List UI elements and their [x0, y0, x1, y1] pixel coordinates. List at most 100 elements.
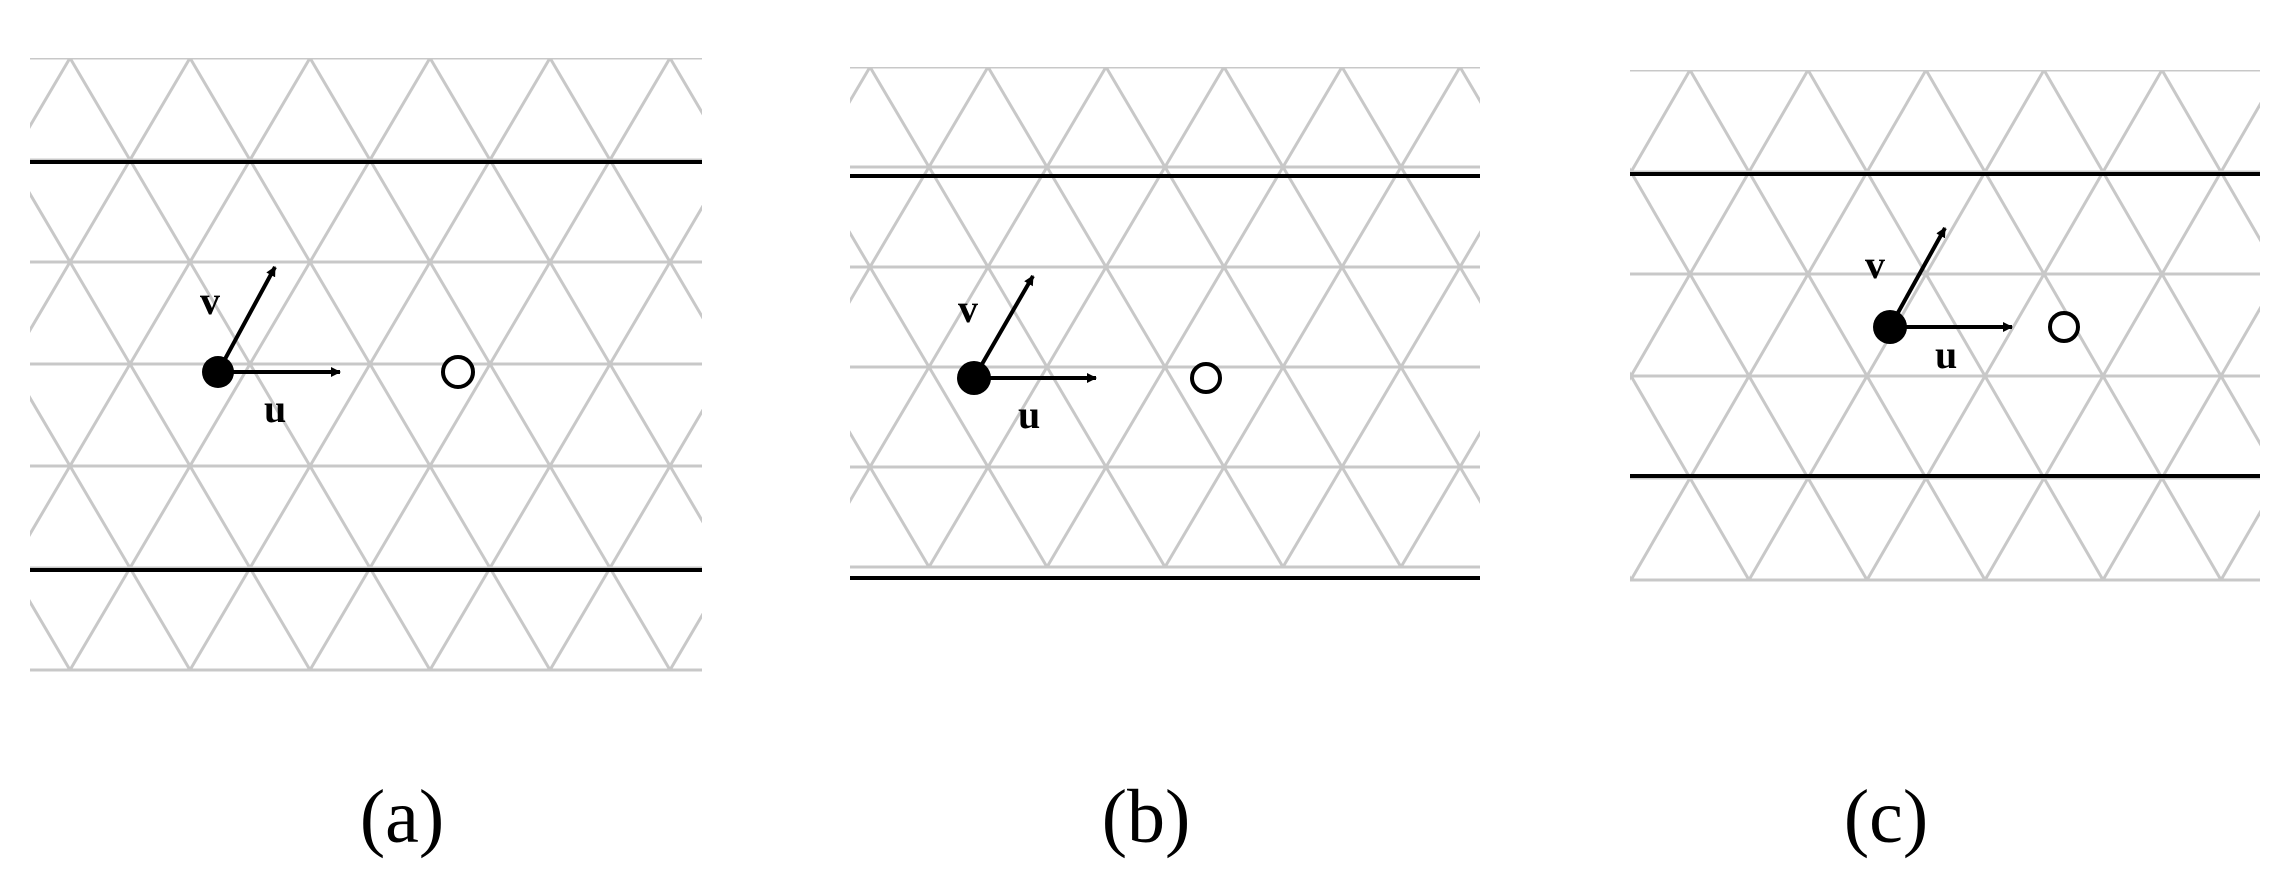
lattice-diagonal-line [927, 166, 990, 268]
lattice-diagonal-line [488, 363, 552, 467]
panel-caption: (a) [360, 775, 444, 859]
lattice-diagonal-line [1399, 466, 1462, 568]
lattice-diagonal-line [1630, 575, 1633, 581]
lattice-diagonal-line [1513, 478, 1572, 580]
panel-a: v u (a) [0, 58, 850, 859]
lattice-diagonal-line [2160, 375, 2223, 479]
lattice-diagonal-line [1630, 171, 1633, 177]
lattice-diagonal-line [1630, 171, 1692, 275]
lattice-diagonal-line [1630, 70, 1692, 173]
lattice-diagonal-line [1222, 266, 1285, 368]
lattice-diagonal-line [2101, 375, 2164, 479]
lattice-diagonal-line [1983, 375, 2046, 479]
lattice-diagonal-line [1045, 266, 1108, 368]
lattice-diagonal-line [1630, 167, 1633, 173]
lattice-diagonal-line [1924, 171, 1987, 275]
lattice-diagonal-line [668, 58, 702, 116]
lattice-diagonal-line [488, 465, 552, 569]
lattice-diagonal-line [1688, 375, 1751, 479]
lattice-diagonal-line [1454, 478, 1513, 580]
lattice-diagonal-line [1630, 375, 1633, 381]
lattice-diagonal-line [308, 58, 372, 161]
lattice-diagonal-line [2042, 171, 2105, 275]
lattice-diagonal-line [308, 465, 372, 569]
lattice-diagonal-line [693, 367, 752, 467]
lattice-diagonal-line [1340, 67, 1403, 168]
lattice-diagonal-line [790, 466, 850, 568]
lattice-diagonal-line [608, 363, 672, 467]
vector-v-label: v [1865, 242, 1885, 287]
lattice-diagonal-line [752, 167, 811, 267]
lattice-diagonal-line [752, 367, 811, 467]
lattice-diagonal-line [1806, 477, 1869, 581]
lattice-diagonal-line [1924, 477, 1987, 581]
lattice-diagonal-line [1688, 70, 1751, 173]
lattice-diagonal-line [1924, 375, 1987, 479]
lattice-diagonal-line [693, 467, 752, 567]
lattice-diagonal-line [986, 67, 1049, 168]
lattice-diagonal-line [1104, 266, 1167, 368]
lattice-diagonal-line [1454, 274, 1513, 376]
lattice-diagonal-line [248, 159, 312, 263]
lattice-grid [1454, 70, 2260, 582]
open-site [441, 355, 475, 389]
lattice-diagonal-line [0, 364, 10, 466]
lattice-diagonal-line [634, 467, 693, 567]
lattice-diagonal-line [1281, 266, 1344, 368]
lattice-diagonal-line [68, 363, 132, 467]
lattice-diagonal-line [2219, 375, 2260, 447]
lattice-diagonal-line [668, 465, 702, 524]
lattice-diagonal-line [1747, 171, 1810, 275]
lattice-diagonal-line [2042, 70, 2105, 173]
lattice-diagonal-line [428, 58, 492, 161]
lattice-diagonal-line [850, 67, 872, 104]
lattice-diagonal-line [128, 58, 192, 161]
lattice-diagonal-line [0, 160, 10, 262]
lattice-diagonal-line [488, 58, 552, 161]
lattice-diagonal-line [548, 465, 612, 569]
lattice-diagonal-line [868, 466, 931, 568]
lattice-grid [0, 58, 850, 672]
lattice-diagonal-line [188, 567, 252, 671]
lattice-diagonal-line [2042, 477, 2105, 581]
lattice-diagonal-line [248, 261, 312, 365]
lattice-diagonal-line [1222, 67, 1285, 168]
lattice-diagonal-line [1519, 67, 1578, 167]
lattice-diagonal-line [548, 567, 612, 671]
lattice-diagonal-line [1983, 171, 2046, 275]
lattice-diagonal-line [850, 430, 872, 468]
lattice-diagonal-line [868, 166, 931, 268]
vector-u-label: u [1018, 392, 1040, 437]
lattice-diagonal-line [2160, 477, 2223, 581]
lattice-diagonal-line [428, 465, 492, 569]
lattice-diagonal-line [1865, 171, 1928, 275]
lattice-diagonal-line [752, 67, 811, 167]
lattice-diagonal-line [308, 261, 372, 365]
lattice-diagonal-line [188, 363, 252, 467]
lattice-diagonal-line [1163, 466, 1226, 568]
lattice-diagonal-line [1513, 70, 1572, 172]
lattice-diagonal-line [488, 159, 552, 263]
lattice-diagonal-line [1519, 167, 1578, 267]
lattice-diagonal-line [634, 267, 693, 367]
lattice-diagonal-line [608, 159, 672, 263]
lattice-diagonal-line [68, 58, 132, 161]
lattice-diagonal-line [2219, 305, 2260, 377]
lattice-diagonal-line [488, 567, 552, 671]
lattice-diagonal-line [2101, 273, 2164, 377]
lattice-diagonal-line [0, 568, 10, 670]
lattice-diagonal-line [308, 363, 372, 467]
lattice-diagonal-line [1458, 466, 1480, 504]
lattice-diagonal-line [1045, 166, 1108, 268]
panel-b: v u (b) [634, 67, 1578, 859]
lattice-diagonal-line [1983, 477, 2046, 581]
lattice-diagonal-line [368, 567, 432, 671]
lattice-diagonal-line [188, 261, 252, 365]
lattice-diagonal-line [1399, 366, 1462, 468]
lattice-diagonal-line [1747, 375, 1810, 479]
lattice-diagonal-line [1458, 430, 1480, 468]
lattice-diagonal-line [1983, 273, 2046, 377]
lattice-diagonal-line [1747, 477, 1810, 581]
lattice-diagonal-line [428, 159, 492, 263]
